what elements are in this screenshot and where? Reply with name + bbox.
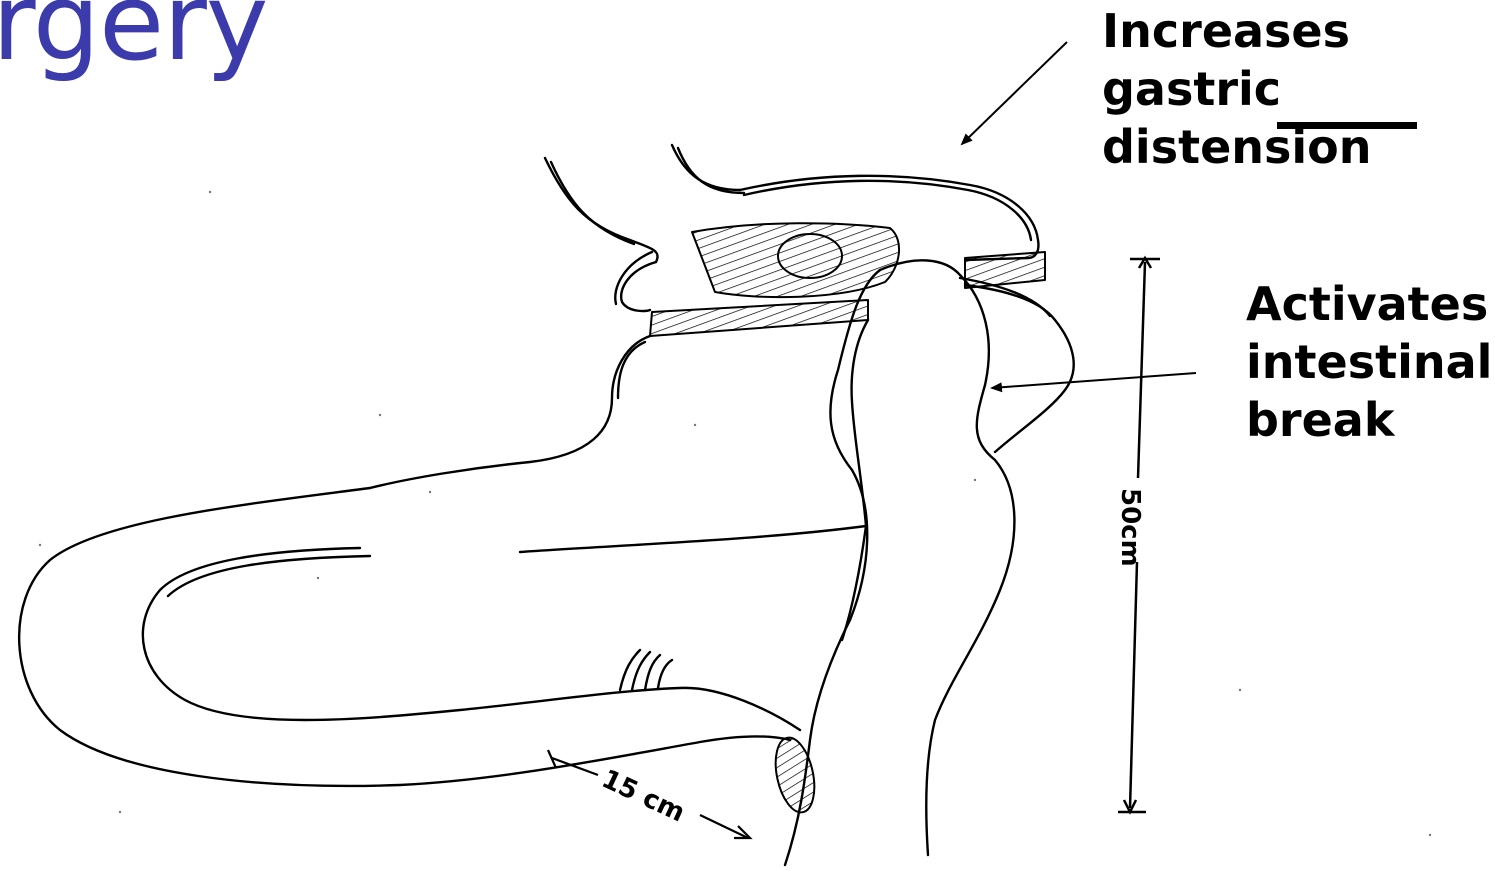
roux-limb <box>19 488 820 816</box>
dimension-50cm-label: 50cm <box>1115 488 1145 567</box>
dimension-15cm-label: 15 cm <box>597 764 689 828</box>
callout-arrow-right <box>992 373 1196 388</box>
jejunum-limb <box>785 260 1074 865</box>
excluded-stomach <box>370 320 868 640</box>
callout-arrow-top <box>962 42 1067 144</box>
